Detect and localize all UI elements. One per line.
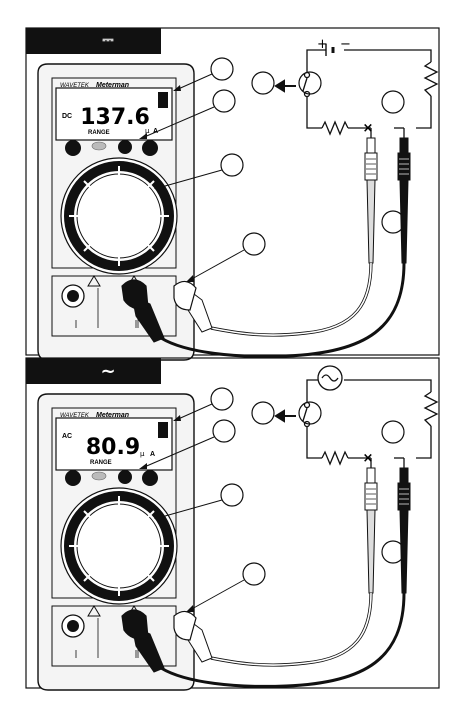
brand-left: WAVETEK — [60, 413, 90, 419]
lcd-mode-label: DC — [62, 113, 72, 120]
lcd-unit-prefix: μ — [145, 127, 150, 135]
lcd-reading: 137.6 — [80, 105, 150, 130]
lcd-unit: A — [153, 128, 158, 135]
lcd-range-label: RANGE — [90, 460, 112, 466]
lcd-mode-label: AC — [62, 433, 72, 440]
brand-left: WAVETEK — [60, 83, 90, 89]
panel-dc: ⎓ WAVETEK Meterman DC 137.6 μ A RANGE + … — [26, 28, 439, 360]
break-mark: × — [363, 121, 374, 136]
lcd-unit-prefix: μ — [140, 450, 145, 458]
lcd-range-label: RANGE — [88, 130, 110, 136]
lcd-reading: 80.9 — [86, 435, 140, 460]
battery-symbol: + − — [317, 37, 351, 56]
break-mark: × — [363, 451, 374, 466]
battery-minus-label: − — [340, 37, 351, 52]
brand-right: Meterman — [96, 412, 129, 419]
panel-ac: ∼ WAVETEK Meterman AC 80.9 μ A RANGE × — [26, 358, 439, 690]
battery-plus-label: + — [317, 37, 328, 52]
brand-right: Meterman — [96, 82, 129, 89]
ac-source-symbol — [318, 366, 342, 390]
lcd-unit: A — [150, 451, 155, 458]
mode-dc-symbol: ⎓ — [102, 32, 114, 48]
mode-ac-symbol: ∼ — [100, 361, 115, 382]
